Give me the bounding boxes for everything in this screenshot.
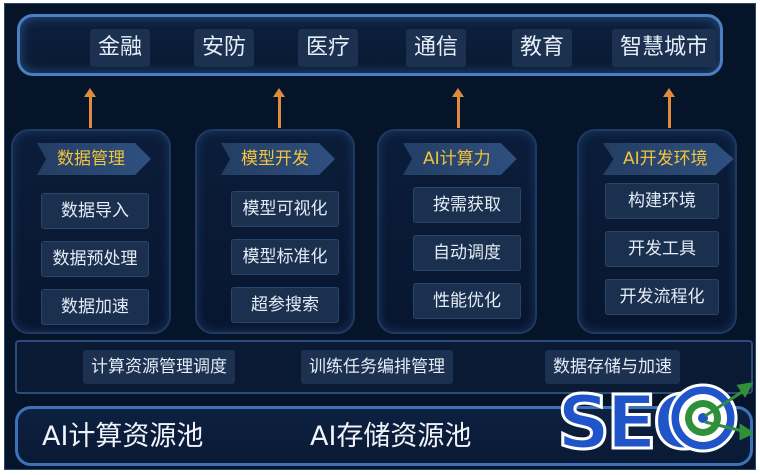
module-item: 开发工具 (605, 231, 719, 267)
target-icon (668, 383, 738, 453)
up-arrow-icon (663, 88, 675, 128)
industry-education: 教育 (512, 29, 573, 67)
module-item: 数据加速 (41, 289, 149, 325)
module-item: 模型标准化 (231, 239, 339, 275)
industry-telecom: 通信 (406, 29, 467, 67)
module-item: 数据预处理 (41, 241, 149, 277)
module-item: 按需获取 (413, 187, 521, 223)
industry-security: 安防 (194, 29, 255, 67)
resource-item: 计算资源管理调度 (83, 350, 235, 384)
industry-smart-city: 智慧城市 (612, 29, 717, 67)
module-title: 模型开发 (221, 143, 335, 175)
module-ai-dev-environment: AI开发环境 构建环境 开发工具 开发流程化 (577, 129, 737, 334)
industry-finance: 金融 (90, 29, 151, 67)
module-model-development: 模型开发 模型可视化 模型标准化 超参搜索 (195, 129, 355, 334)
module-item: 构建环境 (605, 183, 719, 219)
module-ai-compute: AI计算力 按需获取 自动调度 性能优化 (377, 129, 537, 334)
module-data-management: 数据管理 数据导入 数据预处理 数据加速 (11, 129, 171, 334)
architecture-diagram: 金融 安防 医疗 通信 教育 智慧城市 数据管理 数据导入 数据预处理 数据加速… (4, 3, 756, 470)
module-item: 数据导入 (41, 193, 149, 229)
pool-storage: AI存储资源池 (310, 421, 472, 452)
module-item: 开发流程化 (605, 279, 719, 315)
up-arrow-icon (273, 88, 285, 128)
resource-management-layer: 计算资源管理调度 训练任务编排管理 数据存储与加速 (15, 340, 753, 394)
module-item: 自动调度 (413, 235, 521, 271)
module-title: AI计算力 (403, 143, 517, 175)
resource-item: 数据存储与加速 (545, 350, 680, 384)
module-title: AI开发环境 (603, 143, 734, 175)
up-arrow-icon (84, 88, 96, 128)
seo-watermark-logo: SEO (556, 379, 753, 462)
industry-application-bar: 金融 安防 医疗 通信 教育 智慧城市 (17, 14, 723, 76)
arrow-icon (704, 382, 753, 441)
pool-compute: AI计算资源池 (42, 421, 204, 452)
industry-medical: 医疗 (298, 29, 359, 67)
module-item: 模型可视化 (231, 191, 339, 227)
resource-pool-layer: AI计算资源池 AI存储资源池 (15, 406, 753, 466)
module-title: 数据管理 (37, 143, 151, 175)
module-item: 性能优化 (413, 283, 521, 319)
resource-item: 训练任务编排管理 (301, 350, 453, 384)
module-item: 超参搜索 (231, 287, 339, 323)
up-arrow-icon (452, 88, 464, 128)
